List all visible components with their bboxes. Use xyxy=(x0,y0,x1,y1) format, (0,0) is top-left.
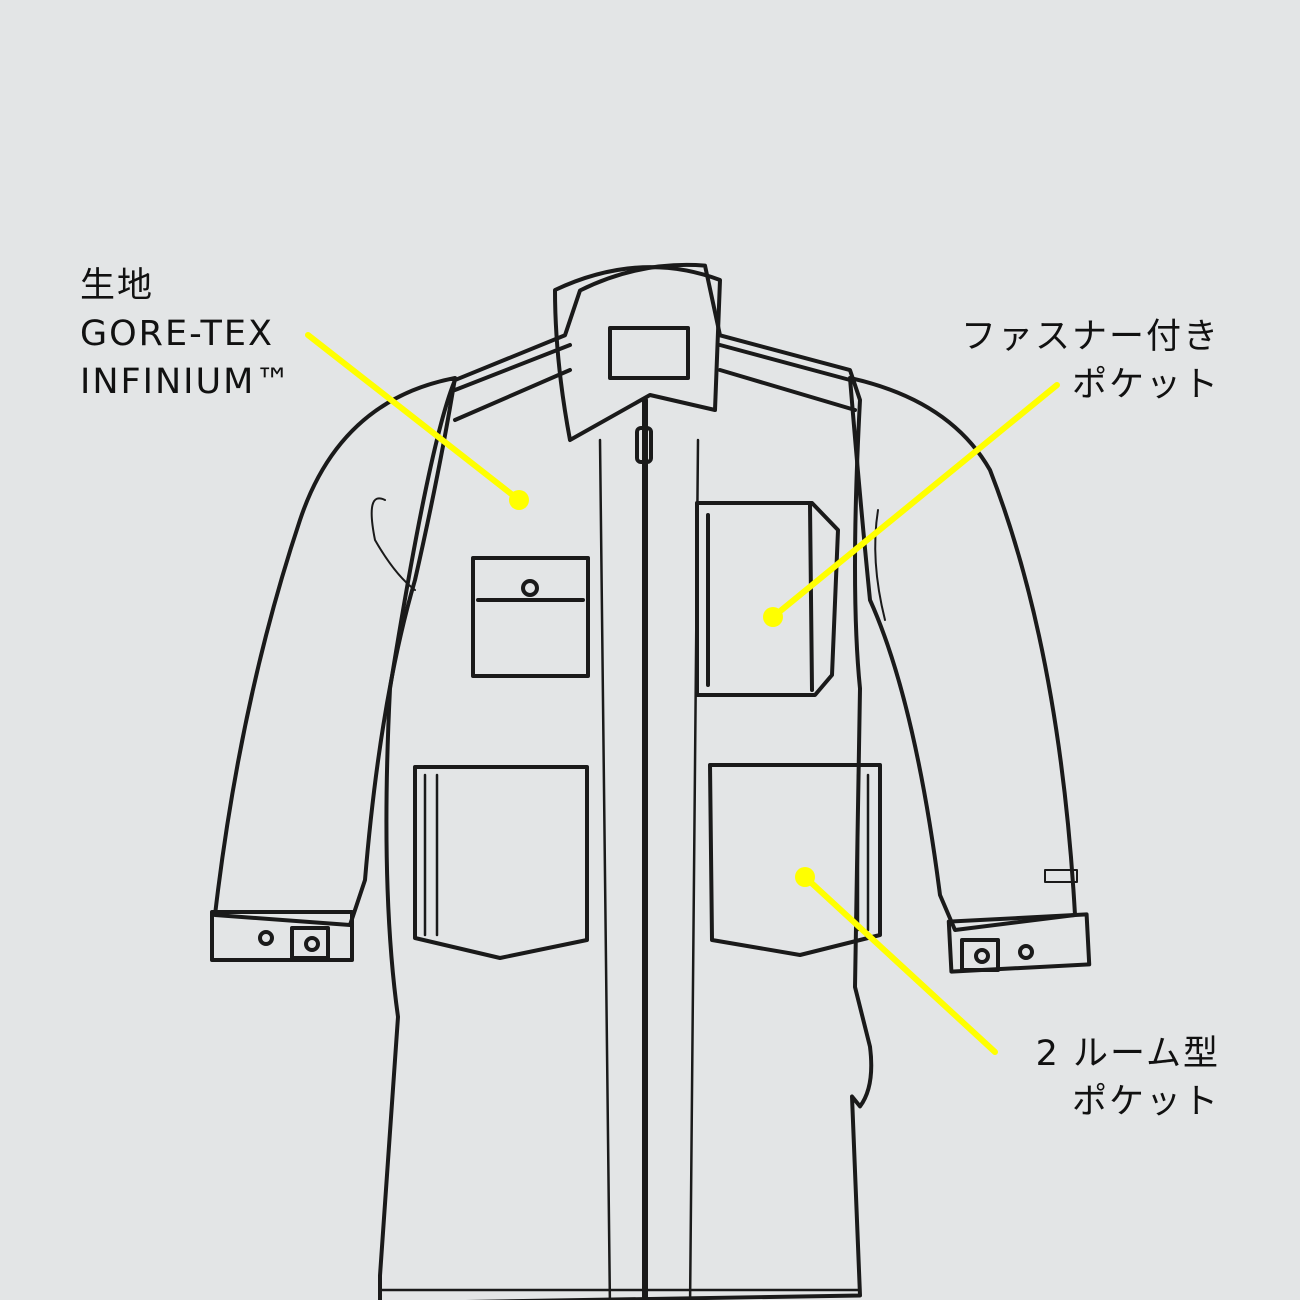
left-cuff-tab xyxy=(290,926,330,960)
collar xyxy=(553,265,722,442)
right-cuff xyxy=(946,912,1092,974)
left-chest-pocket xyxy=(471,556,590,678)
zip-pocket-label-line1: ファスナー付き xyxy=(960,317,1220,357)
fabric-name-line1: GORE-TEX xyxy=(80,314,274,354)
right-cuff-button xyxy=(974,948,990,964)
callout-line-fabric xyxy=(305,332,522,503)
right-lower-pocket xyxy=(708,763,882,957)
right-zip-pocket xyxy=(695,501,840,697)
left-lower-pocket xyxy=(413,765,589,960)
callout-dot-two-room-pocket xyxy=(795,867,815,887)
callout-dot-fabric xyxy=(509,490,529,510)
two-room-pocket-callout: 2 ルーム型 ポケット xyxy=(1036,1030,1220,1126)
callout-dot-zip-pocket xyxy=(763,607,783,627)
zip-pocket-callout: ファスナー付き ポケット xyxy=(961,313,1220,409)
left-cuff xyxy=(210,910,354,962)
left-cuff-button xyxy=(258,930,274,946)
zip-pocket-label-line2: ポケット xyxy=(1071,365,1220,405)
callout-line-two-room-pocket xyxy=(802,874,998,1055)
right-cuff-button xyxy=(1018,944,1034,960)
callout-line-zip-pocket xyxy=(770,382,1060,620)
right-cuff-tab xyxy=(960,938,1000,972)
two-room-pocket-label-line1: 2 ルーム型 xyxy=(1035,1034,1220,1074)
two-room-pocket-label-line2: ポケット xyxy=(1071,1082,1220,1122)
fabric-callout: 生地 GORE-TEX INFINIUM™ xyxy=(80,262,292,406)
zipper-pull xyxy=(635,426,653,464)
fabric-label: 生地 xyxy=(80,266,155,306)
left-cuff-button xyxy=(304,936,320,952)
left-sleeve xyxy=(213,376,457,927)
fabric-name-line2: INFINIUM™ xyxy=(80,362,293,402)
